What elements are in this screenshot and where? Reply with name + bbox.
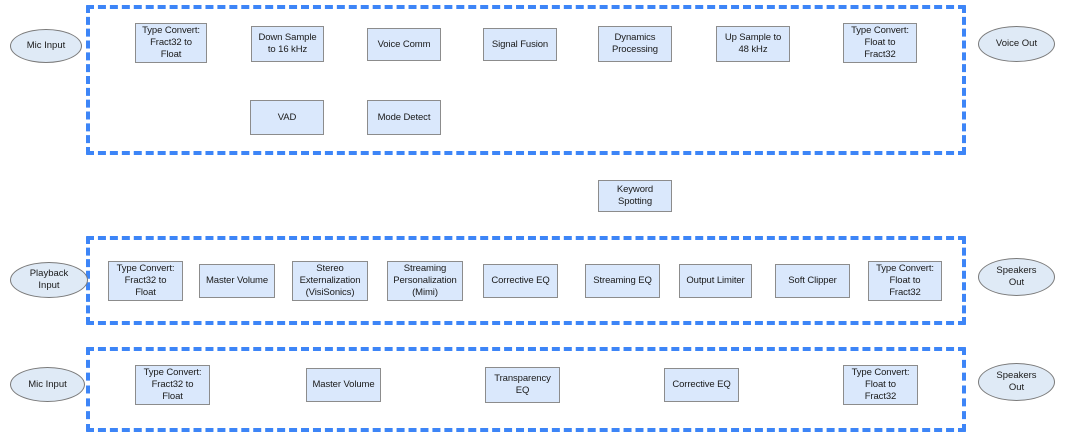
t-speakers-out-2[interactable]: Speakers Out xyxy=(978,363,1055,401)
b-voice-upsample[interactable]: Up Sample to 48 kHz xyxy=(716,26,790,62)
group-voice-path xyxy=(86,5,966,155)
b-pb-mastervolume[interactable]: Master Volume xyxy=(199,264,275,298)
b-voice-typeconvert-out[interactable]: Type Convert: Float to Fract32 xyxy=(843,23,917,63)
b-pb-correctiveeq[interactable]: Corrective EQ xyxy=(483,264,558,298)
group-transparency-path xyxy=(86,347,966,432)
b-voice-downsample[interactable]: Down Sample to 16 kHz xyxy=(251,26,324,62)
t-mic-in-bottom[interactable]: Mic Input xyxy=(10,367,85,402)
b-pb-streamingeq[interactable]: Streaming EQ xyxy=(585,264,660,298)
b-pb-outputlimiter[interactable]: Output Limiter xyxy=(679,264,752,298)
b-pb-softclipper[interactable]: Soft Clipper xyxy=(775,264,850,298)
b-tr-correctiveeq[interactable]: Corrective EQ xyxy=(664,368,739,402)
b-pb-stereoext[interactable]: Stereo Externalization (VisiSonics) xyxy=(292,261,368,301)
b-pb-typeconvert-in[interactable]: Type Convert: Fract32 to Float xyxy=(108,261,183,301)
b-tr-typeconvert-out[interactable]: Type Convert: Float to Fract32 xyxy=(843,365,918,405)
b-tr-typeconvert-in[interactable]: Type Convert: Fract32 to Float xyxy=(135,365,210,405)
t-mic-in-top[interactable]: Mic Input xyxy=(10,29,82,63)
b-tr-mastervolume[interactable]: Master Volume xyxy=(306,368,381,402)
b-voice-typeconvert-in[interactable]: Type Convert: Fract32 to Float xyxy=(135,23,207,63)
b-voice-signalfusion[interactable]: Signal Fusion xyxy=(483,28,557,61)
b-voice-vad[interactable]: VAD xyxy=(250,100,324,135)
b-voice-voicecomm[interactable]: Voice Comm xyxy=(367,28,441,61)
b-voice-modedetect[interactable]: Mode Detect xyxy=(367,100,441,135)
t-speakers-out-1[interactable]: Speakers Out xyxy=(978,258,1055,296)
b-pb-typeconvert-out[interactable]: Type Convert: Float to Fract32 xyxy=(868,261,942,301)
t-voice-out[interactable]: Voice Out xyxy=(978,26,1055,62)
group-playback-path xyxy=(86,236,966,325)
b-pb-streamingpers[interactable]: Streaming Personalization (Mimi) xyxy=(387,261,463,301)
b-keyword-spotting[interactable]: Keyword Spotting xyxy=(598,180,672,212)
b-voice-dynamics[interactable]: Dynamics Processing xyxy=(598,26,672,62)
b-tr-transparencyeq[interactable]: Transparency EQ xyxy=(485,367,560,403)
t-playback-in[interactable]: Playback Input xyxy=(10,262,88,298)
